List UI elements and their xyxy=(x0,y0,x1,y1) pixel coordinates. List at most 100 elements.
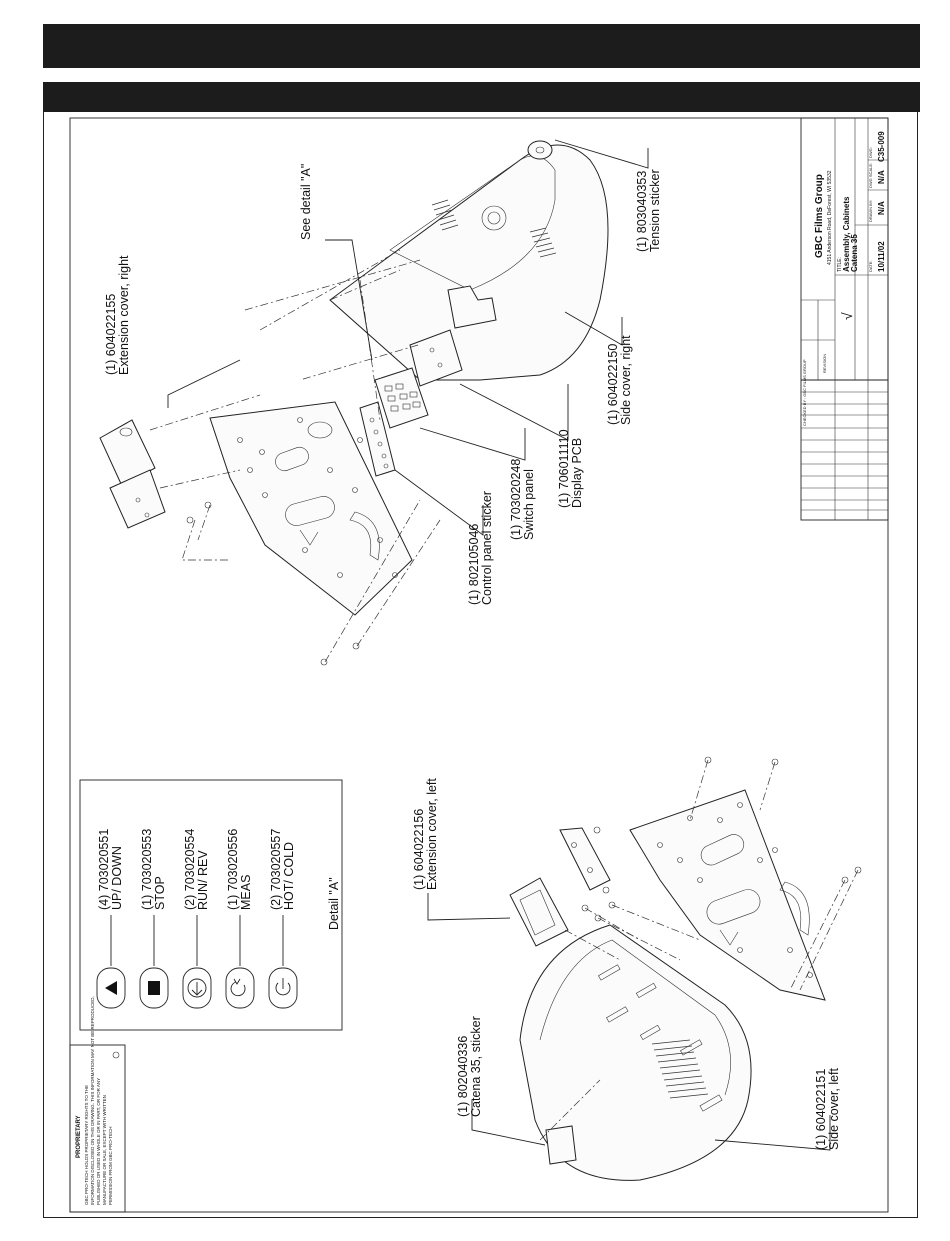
left-screws xyxy=(581,756,862,922)
part-name: Extension cover, left xyxy=(425,778,439,890)
svg-text:HOT/ COLD: HOT/ COLD xyxy=(282,842,296,910)
part-name: Extension cover, right xyxy=(117,255,131,375)
svg-text:(1) 703020556: (1) 703020556 xyxy=(226,829,240,910)
label-extension-cover-left: (1) 604022156 Extension cover, left xyxy=(412,778,439,890)
drawn-by: N/A xyxy=(877,201,886,215)
svg-text:TITLE:: TITLE: xyxy=(837,257,843,272)
svg-text:MEAS: MEAS xyxy=(239,875,253,910)
part-number: (1) 703020248 xyxy=(509,459,523,540)
detail-button-hot-cold: (2) 703020557 HOT/ COLD xyxy=(268,829,298,1009)
stop-icon xyxy=(148,981,160,995)
detail-title: Detail "A" xyxy=(327,877,341,930)
side-cover-left xyxy=(519,924,752,1181)
label-catena-sticker: (1) 802040336 Catena 35, sticker xyxy=(456,1016,483,1117)
up-down-icon xyxy=(105,981,117,995)
left-cover-hatching xyxy=(651,1039,709,1099)
svg-text:DRAWN BY:: DRAWN BY: xyxy=(868,200,873,222)
drawing-frame xyxy=(43,112,918,1218)
part-name: Side cover, left xyxy=(827,1067,841,1150)
part-number: (1) 604022151 xyxy=(814,1069,828,1150)
svg-text:DATE:: DATE: xyxy=(868,261,873,272)
part-name: Tension sticker xyxy=(648,169,662,252)
svg-text:(4) 703020551: (4) 703020551 xyxy=(97,829,111,910)
detail-a-box: Detail "A" (4) 703020551 UP/ DOWN (1) 70… xyxy=(79,779,343,1031)
label-tension-sticker: (1) 803040353 Tension sticker xyxy=(635,169,662,252)
header-bar xyxy=(43,24,920,68)
right-cover-hatching xyxy=(431,199,557,258)
detail-button-run-rev: (2) 703020554 RUN/ REV xyxy=(182,829,212,1009)
detail-button-up-down: (4) 703020551 UP/ DOWN xyxy=(96,829,126,1009)
label-control-panel-sticker: (1) 802105046 Control panel sticker xyxy=(467,491,494,605)
right-screws xyxy=(186,501,360,666)
svg-text:MANUFACTURE OR SALE, EXCEPT WI: MANUFACTURE OR SALE, EXCEPT WITH WRITTEN xyxy=(102,1095,107,1205)
svg-text:UP/ DOWN: UP/ DOWN xyxy=(110,846,124,910)
label-side-cover-right: (1) 604022150 Side cover, right xyxy=(606,335,633,425)
svg-text:(1) 703020553: (1) 703020553 xyxy=(140,829,154,910)
meas-icon xyxy=(230,981,246,997)
part-number: (1) 604022156 xyxy=(412,809,426,890)
extension-cover-left-shape xyxy=(509,877,569,947)
right-assembly-lines xyxy=(149,249,441,663)
part-number: (1) 706011110 xyxy=(557,429,571,508)
part-number: (1) 802040336 xyxy=(456,1036,470,1117)
drawing-date: 10/11/02 xyxy=(877,241,886,272)
svg-text:(2) 703020557: (2) 703020557 xyxy=(269,829,283,910)
tension-sticker-shape xyxy=(527,140,553,160)
detail-button-stop: (1) 703020553 STOP xyxy=(139,829,169,1009)
svg-text:See detail "A": See detail "A" xyxy=(299,164,313,240)
plate-arrow-mark xyxy=(299,529,319,546)
label-see-detail: See detail "A" xyxy=(299,164,313,240)
drawing-subtitle: Catena 35 xyxy=(850,234,859,272)
extension-cover-right-shape xyxy=(99,419,156,487)
label-extension-cover-right: (1) 604022155 Extension cover, right xyxy=(104,255,131,375)
detail-button-meas: (1) 703020556 MEAS xyxy=(225,829,255,1009)
svg-text:REVISION: REVISION xyxy=(822,354,827,373)
svg-text:PROPRIETARY: PROPRIETARY xyxy=(76,1115,82,1158)
part-name: Catena 35, sticker xyxy=(469,1016,483,1117)
part-name: Side cover, right xyxy=(619,335,633,425)
check-mark: √ xyxy=(839,312,855,320)
proprietary-box: PROPRIETARY GBC PRO-TECH HOLDS PROPRIETA… xyxy=(69,996,126,1213)
hot-cold-icon xyxy=(275,982,291,996)
label-display-pcb: (1) 706011110 Display PCB xyxy=(557,429,584,508)
drawing-scale: N/A xyxy=(877,170,886,184)
part-number: (1) 802105046 xyxy=(467,524,481,605)
copyright-icon xyxy=(112,1051,120,1059)
part-name: Display PCB xyxy=(570,438,584,508)
company-address: 4151 Anderson Road, DeForest, WI 53532 xyxy=(827,170,833,265)
side-cover-right xyxy=(329,144,609,381)
svg-text:(2) 703020554: (2) 703020554 xyxy=(183,829,197,910)
svg-text:RUN/ REV: RUN/ REV xyxy=(196,850,210,910)
right-assembly xyxy=(99,140,609,666)
extension-bracket-left xyxy=(559,827,611,891)
drawing-title: Assembly, Cabinets xyxy=(842,196,851,272)
extension-bracket-right xyxy=(109,469,166,529)
svg-text:PUBLISHED OR USED IN WHOLE OR: PUBLISHED OR USED IN WHOLE OR IN PART, O… xyxy=(96,1078,101,1205)
section-bar xyxy=(43,82,920,112)
part-name: Switch panel xyxy=(522,469,536,540)
catena-sticker-shape xyxy=(545,1125,577,1165)
drawing-border xyxy=(69,117,889,1213)
company-name: GBC Films Group xyxy=(814,174,825,258)
left-cover-tabs xyxy=(598,964,723,1112)
part-name: Control panel sticker xyxy=(480,491,494,605)
left-assembly xyxy=(509,756,862,1181)
svg-text:DWG:: DWG: xyxy=(868,147,873,158)
part-number: (1) 803040353 xyxy=(635,171,649,252)
svg-text:DWG SCALE:: DWG SCALE: xyxy=(868,163,873,188)
svg-text:STOP: STOP xyxy=(153,876,167,910)
tension-dial xyxy=(481,205,507,231)
display-pcb-shape xyxy=(409,329,463,387)
pcb-bracket xyxy=(447,285,497,329)
leader-lines xyxy=(167,139,831,1151)
part-number: (1) 604022150 xyxy=(606,344,620,425)
part-number: (1) 604022155 xyxy=(104,294,118,375)
left-mounting-plate xyxy=(629,789,826,1001)
svg-text:CHECKED BY : GBC FILMS GROUP: CHECKED BY : GBC FILMS GROUP xyxy=(802,359,807,426)
switch-panel-shape xyxy=(374,367,429,429)
svg-text:GBC PRO-TECH HOLDS PROPRIETARY: GBC PRO-TECH HOLDS PROPRIETARY RIGHTS TO… xyxy=(84,1085,89,1205)
left-assembly-lines xyxy=(539,759,859,1141)
right-mounting-plate xyxy=(209,401,413,616)
label-switch-panel: (1) 703020248 Switch panel xyxy=(509,459,536,540)
